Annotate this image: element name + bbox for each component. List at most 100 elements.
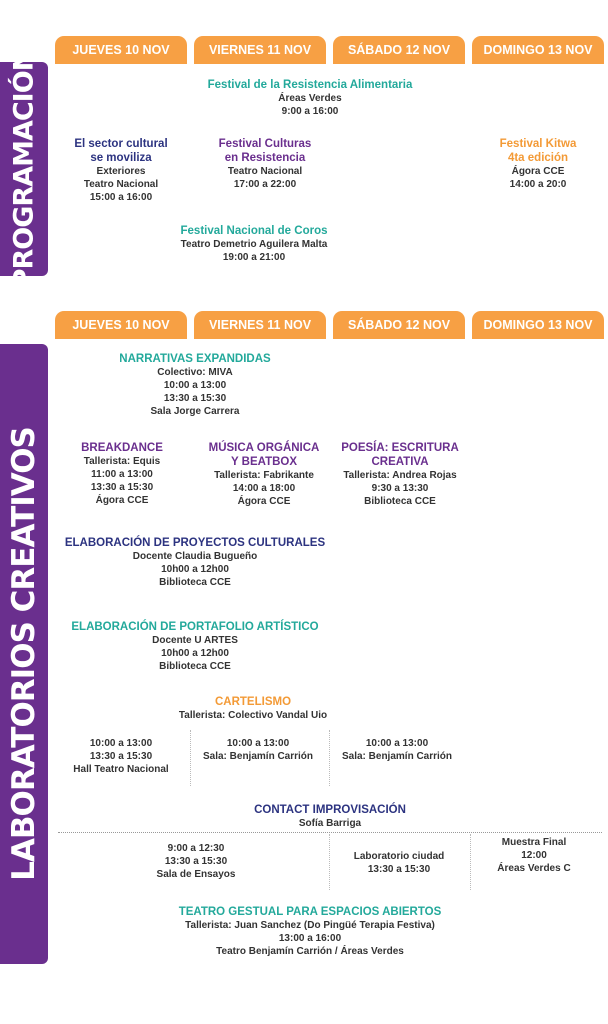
event-location: Áreas Verdes	[278, 93, 342, 104]
session-line-2: 13:30 a 15:30	[164, 856, 228, 867]
lab-line-1: Tallerista: Fabrikante	[214, 470, 314, 481]
session-line-1: 10:00 a 13:00	[365, 738, 429, 749]
lab-line-2: 10h00 a 12h00	[161, 564, 229, 575]
lab-breakdance: BREAKDANCE Tallerista: Equis 11:00 a 13:…	[62, 441, 182, 507]
tab-jueves: JUEVES 10 NOV	[55, 311, 187, 339]
event-title-1: Festival Kitwa	[499, 138, 577, 150]
tab-domingo: DOMINGO 13 NOV	[472, 311, 604, 339]
divider	[329, 730, 330, 786]
programacion-title: PROGRAMACIÓN	[8, 49, 40, 289]
lab-cartelismo: CARTELISMO Tallerista: Colectivo Vandal …	[150, 695, 356, 722]
event-coros: Festival Nacional de Coros Teatro Demetr…	[160, 224, 348, 264]
event-title-1: El sector cultural	[74, 138, 168, 150]
event-line-2: 19:00 a 21:00	[222, 252, 286, 263]
lab-title: ELABORACIÓN DE PORTAFOLIO ARTÍSTICO	[71, 621, 319, 633]
tab-viernes: VIERNES 11 NOV	[194, 36, 326, 64]
lab-subtitle: Sofía Barriga	[298, 818, 362, 829]
lab-line-3: Ágora CCE	[237, 496, 291, 507]
event-kitwa: Festival Kitwa 4ta edición Ágora CCE 14:…	[478, 137, 598, 191]
lab-line-1: Tallerista: Equis	[83, 456, 161, 467]
session-line-1: Muestra Final	[501, 837, 567, 848]
event-line-1: Exteriores	[96, 166, 146, 177]
session-line-1: 10:00 a 13:00	[226, 738, 290, 749]
lab-contact: CONTACT IMPROVISACIÓN Sofía Barriga	[230, 803, 430, 830]
lab-title-1: POESÍA: ESCRITURA	[341, 442, 459, 454]
divider	[190, 730, 191, 786]
lab-line-3: Biblioteca CCE	[159, 661, 231, 672]
cartelismo-viernes: 10:00 a 13:00 Sala: Benjamín Carrión	[194, 737, 322, 763]
cartelismo-sabado: 10:00 a 13:00 Sala: Benjamín Carrión	[333, 737, 461, 763]
session-line-2: Sala: Benjamín Carrión	[341, 751, 453, 762]
session-line-2: 13:30 a 15:30	[89, 751, 153, 762]
laboratorios-title: LABORATORIOS CREATIVOS	[6, 427, 42, 881]
lab-line-4: Ágora CCE	[95, 495, 149, 506]
lab-portafolio: ELABORACIÓN DE PORTAFOLIO ARTÍSTICO Doce…	[58, 620, 332, 673]
lab-line-2: 10:00 a 13:00	[163, 380, 227, 391]
divider	[58, 832, 602, 833]
lab-line-3: Biblioteca CCE	[159, 577, 231, 588]
lab-line-1: Docente U ARTES	[152, 635, 238, 646]
divider	[329, 834, 330, 890]
lab-line-3: 13:30 a 15:30	[163, 393, 227, 404]
tab-sabado: SÁBADO 12 NOV	[333, 36, 465, 64]
session-line-1: Laboratorio ciudad	[353, 851, 445, 862]
laboratorios-sidebar: LABORATORIOS CREATIVOS	[0, 344, 48, 964]
event-title-2: se moviliza	[90, 152, 152, 164]
programacion-sidebar: PROGRAMACIÓN	[0, 50, 48, 288]
lab-line-2: 11:00 a 13:00	[91, 469, 153, 480]
lab-line-2: 10h00 a 12h00	[161, 648, 229, 659]
lab-title: NARRATIVAS EXPANDIDAS	[119, 353, 271, 365]
event-line-2: 17:00 a 22:00	[233, 179, 297, 190]
lab-teatro-gestual: TEATRO GESTUAL PARA ESPACIOS ABIERTOS Ta…	[160, 905, 460, 958]
event-title-2: 4ta edición	[507, 152, 569, 164]
lab-subtitle: Tallerista: Colectivo Vandal Uio	[178, 710, 328, 721]
tab-domingo: DOMINGO 13 NOV	[472, 36, 604, 64]
lab-line-3: Biblioteca CCE	[364, 496, 436, 507]
session-line-3: Sala de Ensayos	[156, 869, 236, 880]
lab-title: ELABORACIÓN DE PROYECTOS CULTURALES	[64, 537, 326, 549]
session-line-1: 10:00 a 13:00	[89, 738, 153, 749]
event-title: Festival de la Resistencia Alimentaria	[207, 79, 413, 91]
lab-musica: MÚSICA ORGÁNICA Y BEATBOX Tallerista: Fa…	[194, 441, 334, 508]
session-line-1: 9:00 a 12:30	[167, 843, 225, 854]
event-line-1: Ágora CCE	[511, 166, 565, 177]
cartelismo-jueves: 10:00 a 13:00 13:30 a 15:30 Hall Teatro …	[60, 737, 182, 776]
event-line-1: Teatro Demetrio Aguilera Malta	[180, 239, 328, 250]
lab-line-4: Sala Jorge Carrera	[150, 406, 240, 417]
lab-line-1: Docente Claudia Bugueño	[132, 551, 258, 562]
lab-title-2: CREATIVA	[371, 456, 429, 468]
event-culturas-resistencia: Festival Culturas en Resistencia Teatro …	[200, 137, 330, 191]
lab-title: TEATRO GESTUAL PARA ESPACIOS ABIERTOS	[178, 906, 442, 918]
lab-line-2: 9:30 a 13:30	[371, 483, 429, 494]
session-line-2: 13:30 a 15:30	[367, 864, 431, 875]
lab-title-2: Y BEATBOX	[230, 456, 298, 468]
lab-line-2: 14:00 a 18:00	[232, 483, 296, 494]
event-line-2: 14:00 a 20:0	[509, 179, 567, 190]
event-title: Festival Nacional de Coros	[180, 225, 328, 237]
lab-title: BREAKDANCE	[81, 442, 163, 454]
event-sector-cultural: El sector cultural se moviliza Exteriore…	[60, 137, 182, 204]
session-line-3: Áreas Verdes C	[497, 863, 571, 874]
event-title-2: en Resistencia	[224, 152, 306, 164]
event-time: 9:00 a 16:00	[281, 106, 339, 117]
contact-sabado: Laboratorio ciudad 13:30 a 15:30	[333, 850, 465, 876]
lab-narrativas: NARRATIVAS EXPANDIDAS Colectivo: MIVA 10…	[95, 352, 295, 418]
lab-title-1: MÚSICA ORGÁNICA	[208, 442, 320, 454]
lab-line-3: 13:30 a 15:30	[90, 482, 154, 493]
event-line-2: Teatro Nacional	[83, 179, 159, 190]
event-title-1: Festival Culturas	[218, 138, 312, 150]
tab-jueves: JUEVES 10 NOV	[55, 36, 187, 64]
session-line-3: Hall Teatro Nacional	[73, 764, 169, 775]
lab-line-1: Tallerista: Juan Sanchez (Do Pingüé Tera…	[185, 920, 435, 931]
divider	[470, 834, 471, 890]
event-line-3: 15:00 a 16:00	[89, 192, 153, 203]
lab-line-3: Teatro Benjamín Carrión / Áreas Verdes	[216, 946, 404, 957]
event-resistencia-alimentaria: Festival de la Resistencia Alimentaria Á…	[180, 78, 440, 118]
event-line-1: Teatro Nacional	[227, 166, 303, 177]
lab-title: CARTELISMO	[214, 696, 292, 708]
lab-proyectos: ELABORACIÓN DE PROYECTOS CULTURALES Doce…	[58, 536, 332, 589]
lab-poesia: POESÍA: ESCRITURA CREATIVA Tallerista: A…	[330, 441, 470, 508]
lab-line-1: Tallerista: Andrea Rojas	[343, 470, 457, 481]
lab-line-2: 13:00 a 16:00	[278, 933, 342, 944]
session-line-2: Sala: Benjamín Carrión	[202, 751, 314, 762]
